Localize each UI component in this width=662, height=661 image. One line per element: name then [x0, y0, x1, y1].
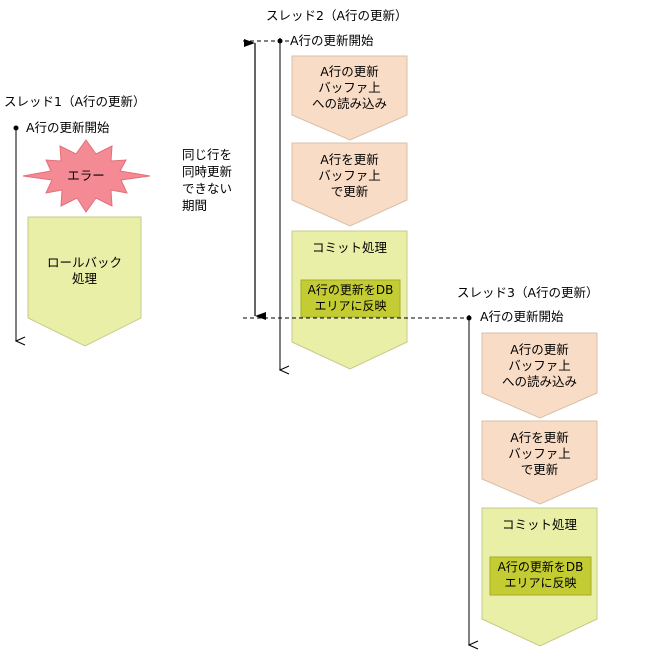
thread3-step1-shape	[481, 332, 598, 419]
thread2-step1-shape	[291, 55, 408, 141]
thread2-commit-inner-line2: エリアに反映	[314, 299, 387, 313]
thread3-commit-label: コミット処理	[501, 517, 577, 532]
thread2-commit-inner-label: A行の更新をDB エリアに反映	[301, 282, 400, 314]
thread1-error-label: エラー	[67, 168, 105, 183]
thread3-start-label: A行の更新開始	[480, 309, 564, 324]
thread2-step1-label: A行の更新 バッファ上 への読み込み	[292, 64, 407, 112]
thread3-commit-inner-line1: A行の更新をDB	[497, 560, 584, 574]
thread2-step2-label: A行を更新 バッファ上 で更新	[292, 152, 407, 200]
thread1-rollback-shape	[27, 216, 142, 347]
thread3-commit-inner-line2: エリアに反映	[504, 576, 577, 590]
thread2-step1-line1: A行の更新	[320, 64, 379, 79]
thread2-step2-line1: A行を更新	[320, 152, 379, 167]
thread3-step1-line3: への読み込み	[501, 374, 577, 389]
thread1-error-burst	[22, 139, 151, 213]
thread2-start-label: A行の更新開始	[290, 33, 374, 48]
thread3-step2-label: A行を更新 バッファ上 で更新	[482, 430, 597, 478]
thread1-rollback-line2: 処理	[71, 271, 97, 286]
thread3-step2-line1: A行を更新	[510, 430, 569, 445]
blocked-period-line4: 期間	[182, 198, 208, 213]
thread2-step1-line3: への読み込み	[311, 96, 387, 111]
thread3-step1-line1: A行の更新	[510, 342, 569, 357]
thread1-rollback-label: ロールバック 処理	[28, 255, 141, 287]
thread3-step2-shape	[481, 420, 598, 505]
thread1-start-dot	[13, 125, 19, 131]
blocked-period-line2: 同時更新	[182, 164, 233, 179]
blocked-period-line3: できない	[182, 181, 233, 196]
thread3-step1-line2: バッファ上	[508, 358, 571, 373]
thread3-commit-inner-label: A行の更新をDB エリアに反映	[490, 559, 591, 591]
thread2-commit-label: コミット処理	[311, 240, 387, 255]
thread2-commit-inner-line1: A行の更新をDB	[307, 283, 394, 297]
thread3-step2-line3: で更新	[520, 462, 559, 477]
thread1-start-label: A行の更新開始	[26, 120, 110, 135]
thread2-step1-line2: バッファ上	[318, 80, 381, 95]
thread3-step2-line2: バッファ上	[508, 446, 571, 461]
blocked-period-label: 同じ行を 同時更新 できない 期間	[182, 146, 254, 214]
thread3-commit-inner-box	[489, 556, 592, 596]
thread1-rollback-line1: ロールバック	[46, 255, 122, 270]
thread3-step1-label: A行の更新 バッファ上 への読み込み	[482, 342, 597, 390]
thread2-step2-line3: で更新	[330, 184, 369, 199]
thread2-step2-line2: バッファ上	[318, 168, 381, 183]
thread2-title: スレッド2（A行の更新）	[266, 8, 408, 23]
thread3-title: スレッド3（A行の更新）	[457, 285, 599, 300]
blocked-period-line1: 同じ行を	[182, 147, 233, 162]
thread1-title: スレッド1（A行の更新）	[4, 94, 146, 109]
thread3-start-dot	[466, 315, 472, 321]
thread2-step2-shape	[291, 142, 408, 227]
thread2-commit-inner-box	[300, 279, 401, 318]
